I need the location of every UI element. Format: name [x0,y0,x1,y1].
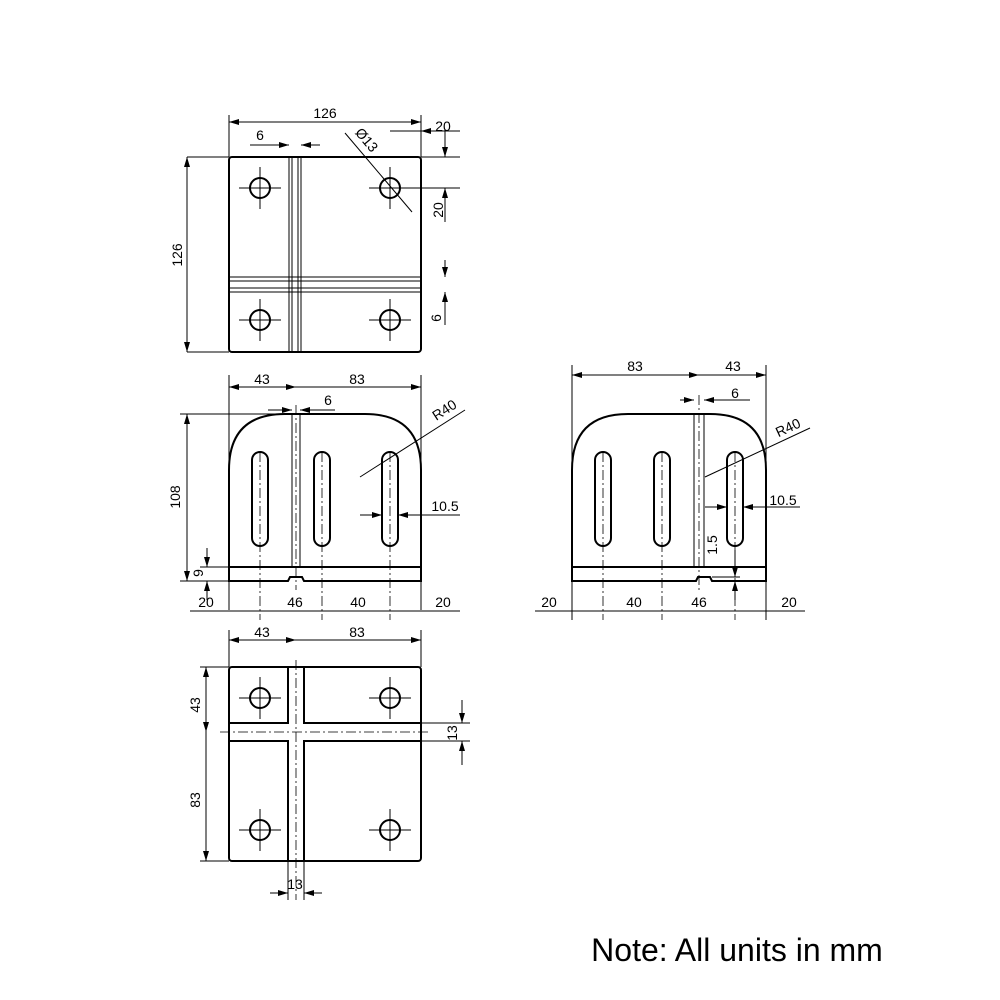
dim-left: 43 [254,371,270,387]
dim-b3: 40 [350,594,366,610]
dim-right: 43 [725,358,741,374]
front-view: 43 83 6 R40 10.5 108 9 20 46 40 20 [167,371,466,620]
dim-left: 43 [254,624,270,640]
dim-radius: R40 [429,396,459,424]
dim-edge-x: 20 [435,118,451,134]
bottom-view: 43 83 43 83 13 13 [187,624,470,900]
dim-slot: 6 [256,127,264,143]
mounting-holes [239,167,411,341]
dim-right: 83 [349,624,365,640]
dim-edge-y: 20 [430,202,446,218]
dim-groove: 6 [428,314,444,322]
dim-height: 126 [169,243,185,267]
dim-groove-h: 13 [444,725,460,741]
dim-hole-dia: Ø13 [352,125,381,156]
dim-width: 126 [313,105,337,121]
top-view: 126 6 Ø13 20 20 6 126 [169,105,460,353]
dim-b2: 46 [287,594,303,610]
dim-b1: 20 [541,594,557,610]
dim-base: 9 [190,569,206,577]
dim-b4: 20 [781,594,797,610]
dim-groove: 6 [324,392,332,408]
dim-right: 83 [349,371,365,387]
dim-radius: R40 [773,415,803,440]
dim-depth: 1.5 [704,535,720,555]
units-note: Note: All units in mm [591,932,883,968]
dim-left: 83 [627,358,643,374]
dim-top: 43 [187,697,203,713]
dim-slot-width: 10.5 [431,498,458,514]
dim-slot-width: 10.5 [769,492,796,508]
dim-bottom: 83 [187,792,203,808]
dim-height: 108 [167,485,183,509]
dim-b2: 40 [626,594,642,610]
side-view: 83 43 6 R40 10.5 1.5 20 40 46 20 [535,358,811,620]
dim-groove: 6 [731,385,739,401]
dim-b1: 20 [198,594,214,610]
dim-b3: 46 [691,594,707,610]
dim-groove-w: 13 [287,876,303,892]
dim-b4: 20 [435,594,451,610]
